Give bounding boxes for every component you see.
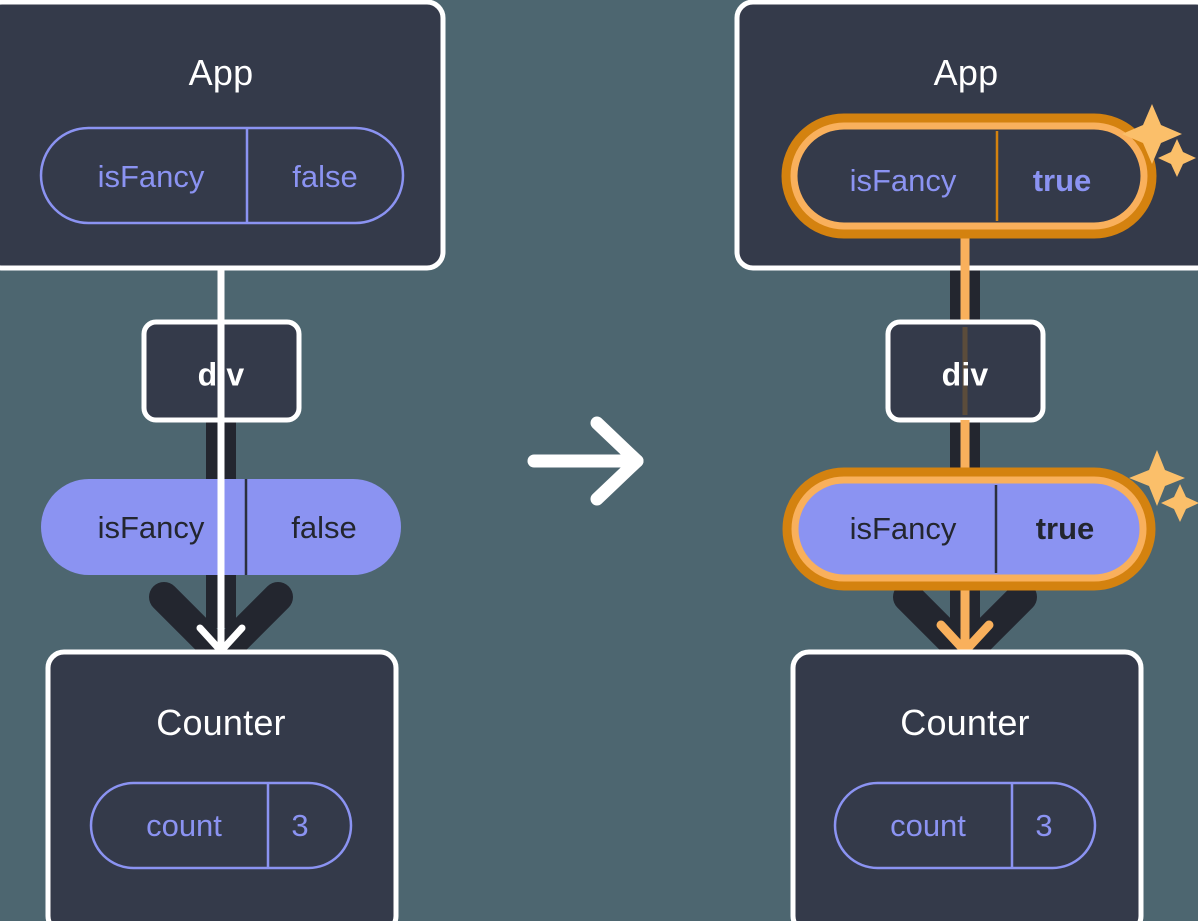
sparkle-icon-app <box>1122 104 1196 177</box>
node-counter-pill[interactable] <box>89 781 353 870</box>
panel-after <box>734 0 1198 921</box>
node-counter-pill-right[interactable] <box>833 781 1097 870</box>
transition-arrow-icon <box>527 416 644 506</box>
sparkle-icon-prop <box>1129 450 1198 522</box>
node-counter-box[interactable] <box>45 649 399 921</box>
node-app-pill[interactable] <box>39 126 405 225</box>
node-counter-box-right[interactable] <box>790 649 1144 921</box>
node-app-box[interactable] <box>0 0 446 271</box>
node-prop-pill-right-ring-inner[interactable] <box>791 476 1147 582</box>
node-app-pill-right-ring-inner[interactable] <box>790 122 1148 230</box>
panel-before <box>0 0 446 921</box>
